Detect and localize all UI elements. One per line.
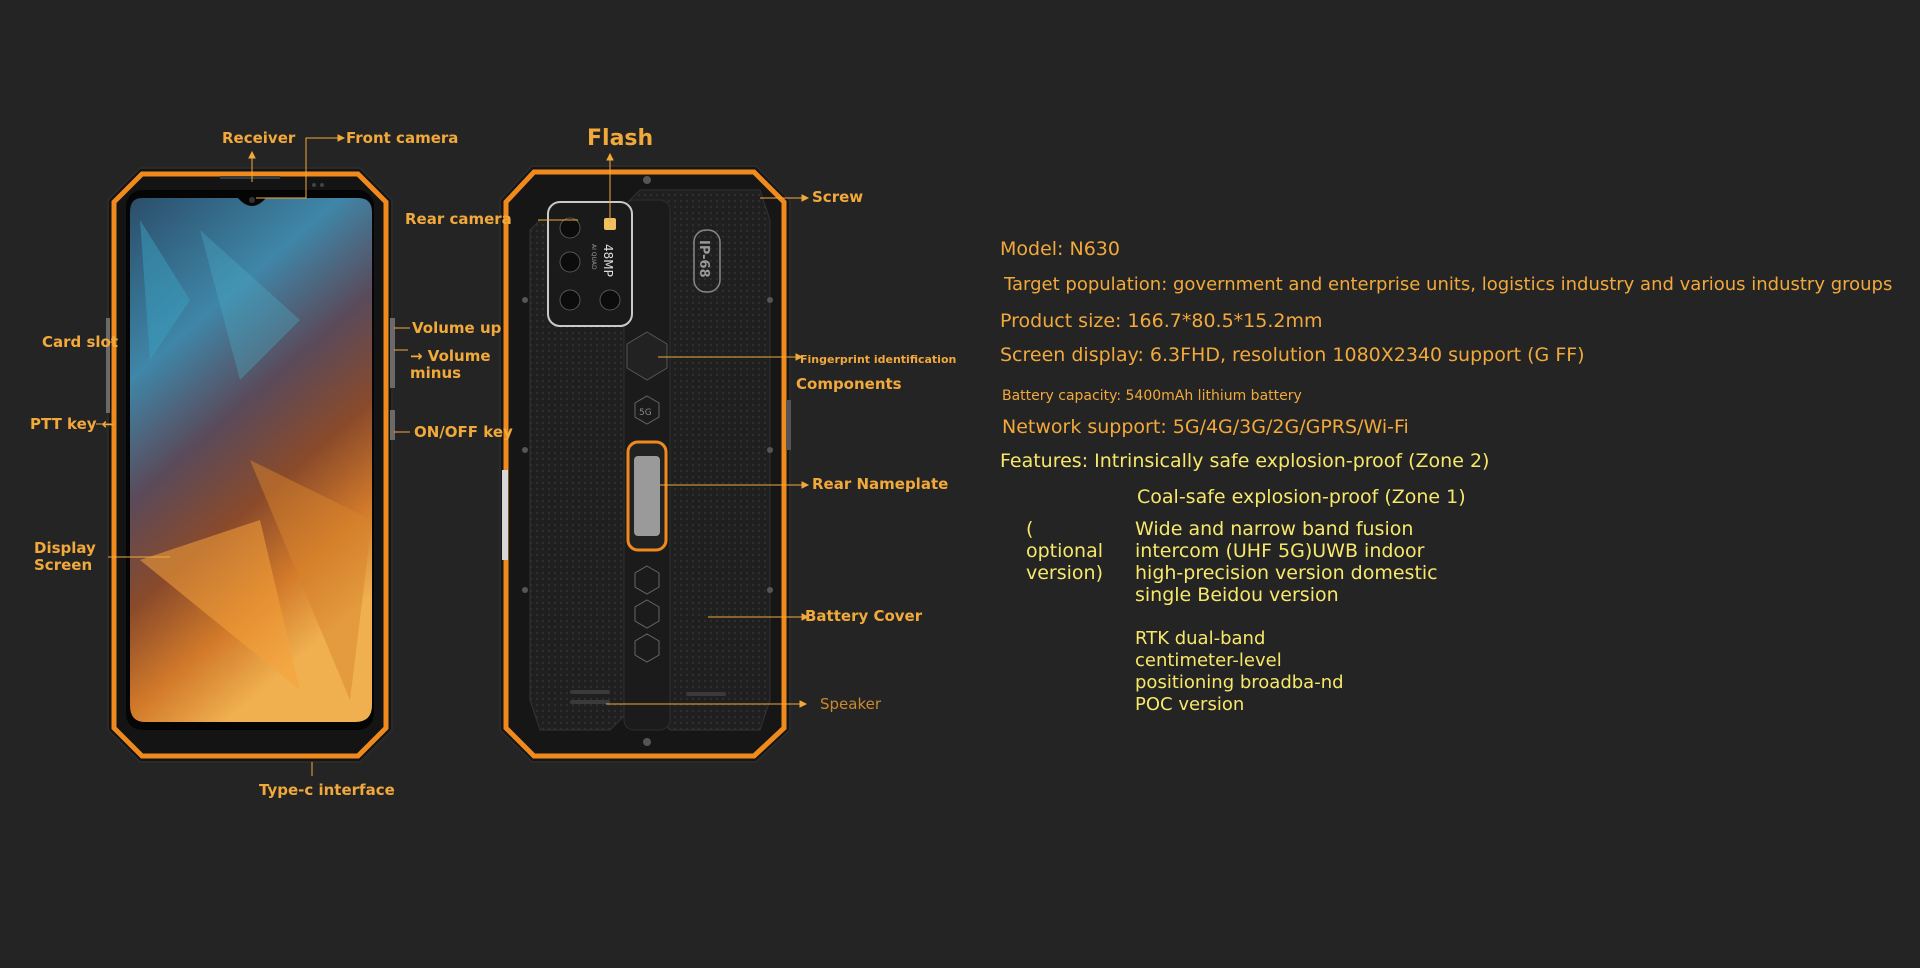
badge-5g: 5G [639,408,652,418]
on-off-key-label: ON/OFF key [414,423,513,441]
ptt-key-label: PTT key ← [30,415,115,433]
flash-label: Flash [587,126,654,151]
phone-diagram: 48MP AI QUAD IP-68 5G [96,134,810,776]
speaker-label: Speaker [820,695,882,713]
back-phone: 48MP AI QUAD IP-68 5G [499,165,791,763]
spec-size: Product size: 166.7*80.5*15.2mm [1000,310,1323,332]
spec-network: Network support: 5G/4G/3G/2G/GPRS/Wi-Fi [1002,416,1409,438]
type-c-label: Type-c interface [259,781,395,799]
screw-label: Screw [812,188,864,206]
card-slot-label: Card slot [42,333,119,351]
fingerprint-label: Fingerprint identification [800,353,957,366]
spec-coal: Coal-safe explosion-proof (Zone 1) [1137,486,1466,508]
spec-model: Model: N630 [1000,238,1120,260]
spec-battery: Battery capacity: 5400mAh lithium batter… [1002,388,1302,404]
camera-sub-text: AI QUAD [590,244,597,270]
rear-camera-label: Rear camera [405,210,512,228]
spec-rtk: RTK dual-band centimeter-level positioni… [1135,628,1344,715]
front-camera-label: Front camera [346,129,459,147]
volume-up-label: Volume up [412,319,502,337]
volume-minus-label: → Volume minus [410,347,491,382]
receiver-label: Receiver [222,129,296,147]
components-label: Components [796,375,902,393]
spec-wide: Wide and narrow band fusion intercom (UH… [1135,518,1438,606]
ip-badge: IP-68 [696,240,711,278]
camera-text: 48MP [601,244,615,277]
spec-screen: Screen display: 6.3FHD, resolution 1080X… [1000,344,1585,366]
callout-lines [96,134,810,776]
front-phone [106,167,395,763]
spec-target: Target population: government and enterp… [1004,274,1893,295]
display-screen-label: Display Screen [34,539,96,574]
rear-nameplate-label: Rear Nameplate [812,475,949,493]
spec-features: Features: Intrinsically safe explosion-p… [1000,450,1490,472]
battery-cover-label: Battery Cover [805,607,923,625]
spec-optional: ( optional version) [1026,518,1104,584]
